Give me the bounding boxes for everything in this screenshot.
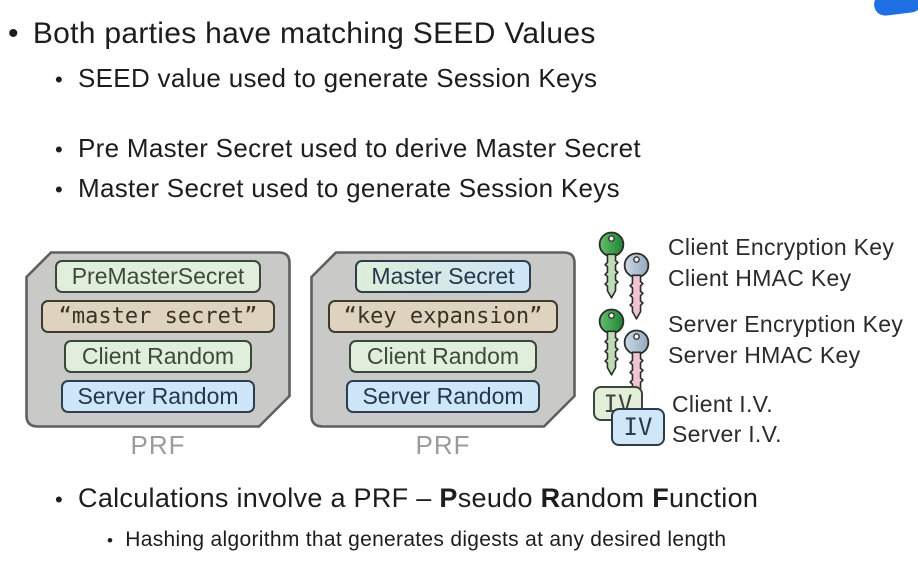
corner-logo xyxy=(872,0,918,17)
diagram-box-master-secret-string: “master secret” xyxy=(41,300,275,333)
bullet-marker: • xyxy=(55,487,64,512)
label-server-hmac-key: Server HMAC Key xyxy=(668,342,861,368)
diagram-box-key-expansion-string: “key expansion” xyxy=(328,300,558,333)
bullet-text: Hashing algorithm that generates digests… xyxy=(125,528,727,551)
bullet-text: Both parties have matching SEED Values xyxy=(32,17,596,50)
label-server-iv: Server I.V. xyxy=(672,421,782,447)
bullet-text: Master Secret used to generate Session K… xyxy=(78,173,620,203)
diagram-box-premastersecret: PreMasterSecret xyxy=(55,260,261,293)
diagram-box-server-random: Server Random xyxy=(346,380,540,413)
label-client-iv: Client I.V. xyxy=(672,391,773,417)
diagram-box-server-random: Server Random xyxy=(61,380,255,413)
master-secret-prf-diagram: PreMasterSecret “master secret” Client R… xyxy=(25,251,291,428)
prf-bold-f: F xyxy=(652,483,670,513)
bullet-line-seed-session-keys: • SEED value used to generate Session Ke… xyxy=(55,63,597,94)
bullet-line-master-session-keys: • Master Secret used to generate Session… xyxy=(55,173,620,204)
bullet-marker: • xyxy=(55,137,64,162)
prf-rest-f: unction xyxy=(669,483,759,513)
bullet-line-premaster-derive: • Pre Master Secret used to derive Maste… xyxy=(55,133,641,164)
bullet-line-seed-values: • Both parties have matching SEED Values xyxy=(8,17,596,51)
bullet-line-prf-definition: • Calculations involve a PRF – Pseudo Ra… xyxy=(55,483,758,514)
server-encryption-key-icon xyxy=(598,308,625,376)
server-iv-icon: IV xyxy=(611,408,665,446)
bullet-text: Pre Master Secret used to derive Master … xyxy=(78,133,641,163)
prf-input-rows: Master Secret “key expansion” Client Ran… xyxy=(310,251,576,413)
bullet-line-hashing: • Hashing algorithm that generates diges… xyxy=(107,528,726,552)
key-expansion-prf-diagram: Master Secret “key expansion” Client Ran… xyxy=(310,251,576,428)
bullet-text: SEED value used to generate Session Keys xyxy=(78,63,598,93)
prf-bold-p: P xyxy=(439,483,458,513)
diagram-box-client-random: Client Random xyxy=(349,340,537,373)
prf-rest-r: andom xyxy=(560,483,653,513)
bullet-text: Calculations involve a PRF – Pseudo Rand… xyxy=(78,483,758,514)
bullet-marker: • xyxy=(55,177,64,202)
prf-prefix-text: Calculations involve a PRF – xyxy=(78,483,440,513)
client-hmac-key-icon xyxy=(623,252,650,320)
bullet-marker: • xyxy=(107,531,114,550)
label-server-encryption-key: Server Encryption Key xyxy=(668,311,904,337)
prf-label-left: PRF xyxy=(130,430,186,460)
label-client-hmac-key: Client HMAC Key xyxy=(668,265,852,291)
prf-input-rows: PreMasterSecret “master secret” Client R… xyxy=(25,251,291,413)
prf-label-middle: PRF xyxy=(415,430,471,460)
client-encryption-key-icon xyxy=(598,231,625,299)
server-hmac-key-icon xyxy=(623,329,650,397)
diagram-box-master-secret: Master Secret xyxy=(355,260,531,293)
prf-rest-p: seudo xyxy=(457,483,541,513)
prf-bold-r: R xyxy=(540,483,561,513)
diagram-box-client-random: Client Random xyxy=(64,340,252,373)
bullet-marker: • xyxy=(8,17,19,50)
bullet-marker: • xyxy=(55,67,64,92)
label-client-encryption-key: Client Encryption Key xyxy=(668,234,895,260)
